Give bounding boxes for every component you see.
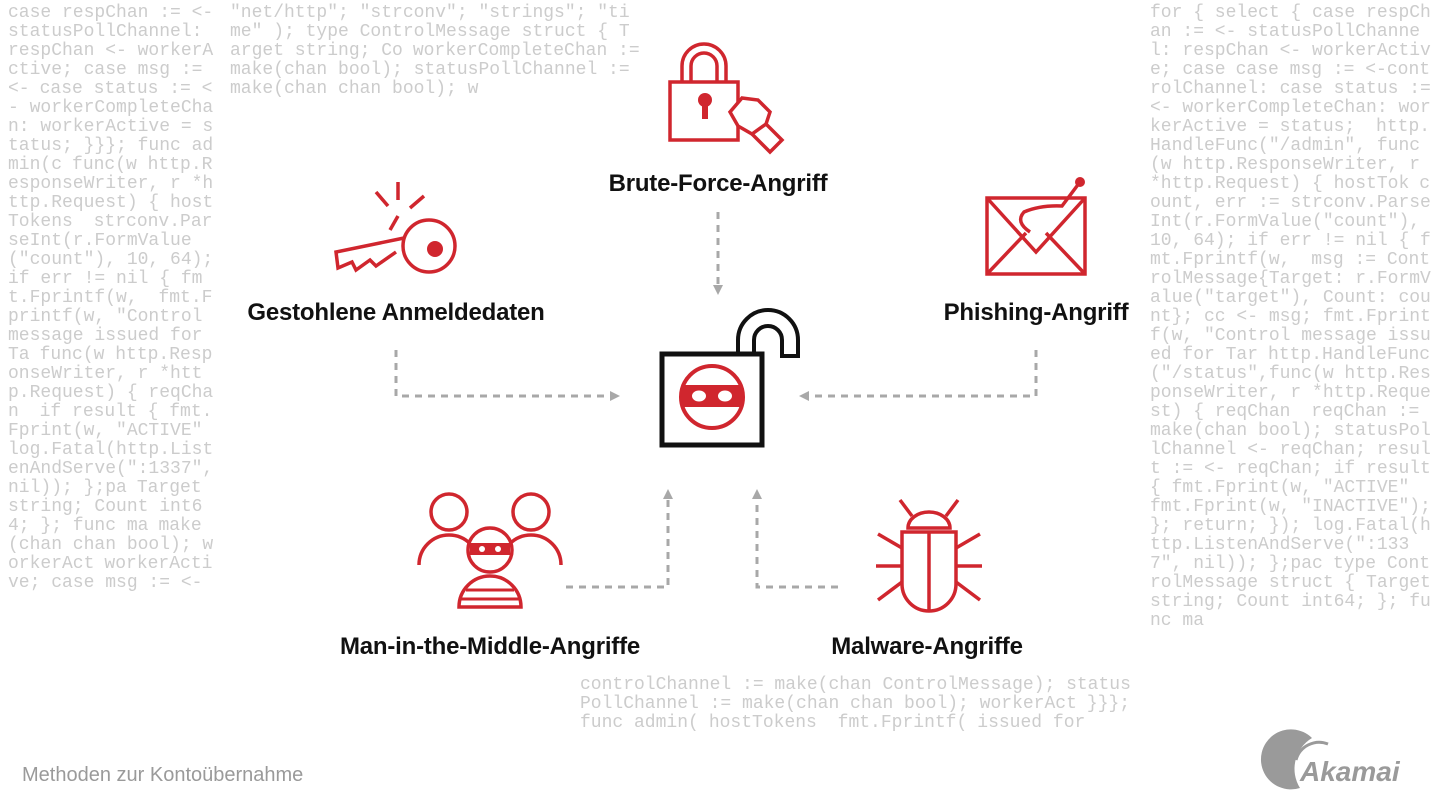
code-line: type ControlMessage struct { Target stri…	[1150, 554, 1431, 631]
arrow-malware	[752, 489, 838, 589]
arrow-mitm	[566, 489, 673, 589]
background-code-right: for { select { case respChan := <- statu…	[1150, 4, 1436, 631]
code-line: fmt.Fprintf(w, "Control message issued f…	[8, 288, 213, 365]
code-line: func(w http.ResponseWriter, r *http.Requ…	[8, 155, 214, 232]
code-line: fmt.Fprintf(	[837, 713, 968, 733]
code-line: make(chan chan bool); workerAct	[8, 516, 214, 574]
code-line: http.HandleFunc("/admin", func(w http.Re…	[1150, 117, 1431, 194]
code-line: if result { fmt.Fprint(w, "ACTIVE"	[8, 402, 213, 441]
code-line: issued for	[977, 713, 1086, 733]
broken-key-icon	[334, 182, 457, 274]
code-line: strconv.ParseInt(r.FormValue("count"), 1…	[8, 212, 214, 308]
code-line: hostTokens	[708, 713, 828, 733]
unlocked-padlock-icon	[659, 308, 800, 448]
diagram-caption: Methoden zur Kontoübernahme	[22, 764, 304, 786]
akamai-logo-text: Akamai	[1300, 756, 1400, 787]
code-line: msg := ControlMessage{Target: r.FormValu…	[1150, 250, 1431, 365]
background-code-top: "net/http"; "strconv"; "strings"; "time"…	[230, 4, 640, 99]
code-line: case respChan := <- statusPollChannel: r…	[8, 3, 214, 99]
background-code-left: case respChan := <- statusPollChannel: r…	[8, 4, 220, 593]
malware-label: Malware-Angriffe	[831, 633, 1023, 660]
code-line: case msg := <-controlChannel: case statu…	[1150, 60, 1431, 137]
akamai-logo-icon	[1260, 729, 1329, 790]
stolen-credentials-label: Gestohlene Anmeldedaten	[247, 299, 545, 326]
background-code-bottom: controlChannel := make(chan ControlMessa…	[580, 676, 1140, 733]
code-line: http.HandleFunc("/status",func(w http.Re…	[1150, 345, 1431, 422]
phishing-envelope-icon	[985, 177, 1087, 276]
code-line: reqChan := make(chan bool); statusPollCh…	[1150, 402, 1431, 498]
man-in-the-middle-icon	[417, 492, 563, 609]
code-line: controlChannel := make(chan ControlMessa…	[580, 675, 1131, 714]
code-line: fmt.Fprint(w, "INACTIVE"); }; return; })…	[1150, 497, 1431, 574]
code-line: "net/http"; "strconv"; "strings"; "time"…	[230, 3, 630, 61]
code-line: case status := <- workerCompleteChan: wo…	[8, 79, 214, 175]
brute-force-label: Brute-Force-Angriff	[608, 170, 828, 197]
lock-with-hand-icon	[668, 42, 785, 155]
code-line: func(w http.ResponseWriter, r *http.Requ…	[8, 345, 214, 422]
code-line: count, err := strconv.ParseInt(r.FormVal…	[1150, 174, 1431, 270]
malware-bug-icon	[876, 498, 982, 613]
arrow-stolen-credentials	[394, 350, 620, 401]
mitm-label: Man-in-the-Middle-Angriffe	[339, 633, 641, 660]
code-line: Target string; Count int64; }; func ma	[8, 478, 203, 536]
phishing-label: Phishing-Angriff	[943, 299, 1129, 326]
code-line: workerActive; case msg := <-	[8, 554, 213, 593]
code-line: workerCompleteChan := make(chan bool); s…	[230, 41, 640, 99]
code-line: for { select { case respChan := <- statu…	[1150, 3, 1431, 80]
code-line: }}}; func admin(	[580, 694, 1131, 733]
code-line: log.Fatal(http.ListenAndServe(":1337", n…	[8, 440, 214, 498]
arrow-phishing	[799, 350, 1038, 401]
